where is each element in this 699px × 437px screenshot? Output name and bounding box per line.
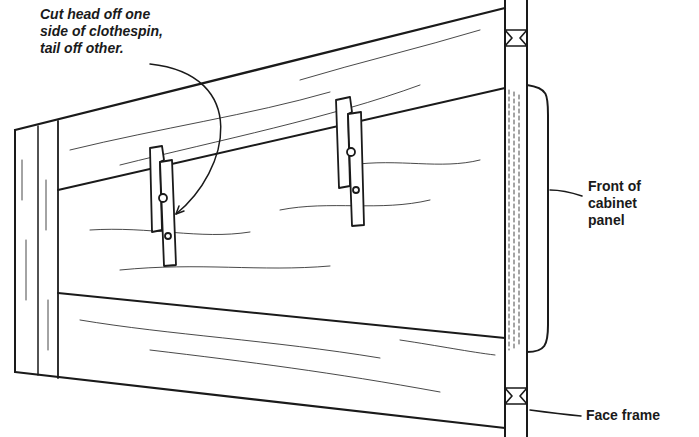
front-panel-edge xyxy=(527,85,548,352)
face-frame-edge xyxy=(504,0,506,437)
top-rail-edge xyxy=(58,88,505,190)
joint-notch xyxy=(505,30,527,46)
leader-line xyxy=(530,410,581,416)
callout-note: Cut head off one side of clothespin, tai… xyxy=(40,6,178,57)
leader-line xyxy=(150,64,221,214)
leader-arrowhead xyxy=(176,206,184,214)
stile-line xyxy=(37,126,39,375)
joint-notch xyxy=(505,388,527,404)
leader-line xyxy=(550,190,582,196)
panel-edge-hatch xyxy=(509,90,519,350)
part-label: Face frame xyxy=(586,407,686,424)
wood-grain xyxy=(22,30,495,392)
bottom-rail-edge xyxy=(58,293,505,338)
clothespin xyxy=(150,146,176,266)
part-label: Front of cabinet panel xyxy=(588,178,660,229)
stile-inner xyxy=(57,121,59,378)
face-frame-edge xyxy=(526,0,528,437)
clothespin xyxy=(336,97,364,226)
bottom-edge xyxy=(15,372,505,428)
left-edge xyxy=(14,130,16,372)
